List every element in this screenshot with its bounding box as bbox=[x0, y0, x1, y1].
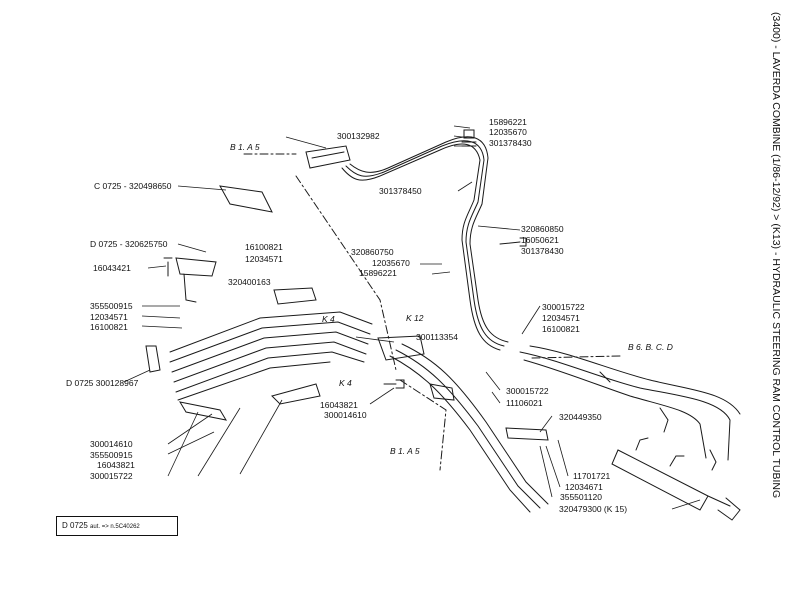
ref-label: B 6. B. C. D bbox=[628, 342, 673, 352]
part-label: 12034571 bbox=[245, 254, 283, 264]
down-tube-c bbox=[401, 343, 549, 505]
part-label: 300132982 bbox=[337, 131, 380, 141]
part-label: 16100821 bbox=[542, 324, 580, 334]
ref-line-1 bbox=[295, 175, 397, 371]
part-label: 300015722 bbox=[90, 471, 133, 481]
right-tube-c bbox=[529, 345, 741, 415]
part-label: 300015722 bbox=[542, 302, 585, 312]
part-label: 12034571 bbox=[90, 312, 128, 322]
part-label: 16043421 bbox=[93, 263, 131, 273]
part-label: 16050621 bbox=[521, 235, 559, 245]
note-code: D 0725 bbox=[62, 521, 88, 530]
part-label: 320479300 (K 15) bbox=[559, 504, 627, 514]
note-box bbox=[56, 516, 178, 536]
part-label: 12034571 bbox=[542, 313, 580, 323]
ram-fittings bbox=[635, 437, 685, 467]
part-label: 320400163 bbox=[228, 277, 271, 287]
part-label: 320860750 bbox=[351, 247, 394, 257]
clamp-valve bbox=[377, 335, 425, 361]
ref-label: K 12 bbox=[406, 313, 424, 323]
part-label: 12034671 bbox=[565, 482, 603, 492]
part-label: 15896221 bbox=[489, 117, 527, 127]
part-label: 300014610 bbox=[90, 439, 133, 449]
bracket-d0725 bbox=[175, 257, 217, 303]
clamp-left-1 bbox=[178, 401, 228, 421]
part-label: C 0725 - 320498650 bbox=[94, 181, 172, 191]
ref-label: B 1. A 5 bbox=[390, 446, 420, 456]
part-label: 320449350 bbox=[559, 412, 602, 422]
steering-ram bbox=[611, 449, 741, 521]
part-label: 320860850 bbox=[521, 224, 564, 234]
ref-label: K 4 bbox=[339, 378, 352, 388]
upper-tube-a bbox=[341, 143, 501, 351]
clamp-left-2 bbox=[271, 383, 321, 405]
part-label: 16100821 bbox=[90, 322, 128, 332]
right-tube-b bbox=[523, 359, 707, 459]
part-label: D 0725 - 320625750 bbox=[90, 239, 168, 249]
part-label: 15896221 bbox=[359, 268, 397, 278]
drawing-linework bbox=[145, 129, 741, 521]
bolt-16050621 bbox=[499, 237, 527, 247]
clamp-320449350 bbox=[505, 427, 549, 441]
part-label: 301378430 bbox=[489, 138, 532, 148]
ref-line-4 bbox=[531, 355, 621, 359]
leader-lines bbox=[123, 125, 701, 510]
ref-label: B 1. A 5 bbox=[230, 142, 260, 152]
right-tube-a bbox=[519, 351, 731, 461]
reference-labels: B 1. A 5 B 6. B. C. D K 4 K 12 K 4 B 1. … bbox=[230, 142, 673, 456]
down-tube-a bbox=[389, 355, 531, 513]
bolt-16043421 bbox=[163, 257, 173, 277]
part-label: 301378450 bbox=[379, 186, 422, 196]
part-label: 300014610 bbox=[324, 410, 367, 420]
right-tube-d bbox=[599, 371, 717, 471]
part-label: 355500915 bbox=[90, 450, 133, 460]
note-text: aut. => n.5C40262 bbox=[90, 524, 140, 530]
hose-d0725 bbox=[145, 345, 161, 373]
part-label: 12035670 bbox=[372, 258, 410, 268]
part-label: 355501120 bbox=[560, 492, 602, 502]
bolt-16043821 bbox=[383, 379, 405, 389]
part-label: 12035670 bbox=[489, 127, 527, 137]
left-bundle-c bbox=[171, 331, 369, 373]
ref-label: K 4 bbox=[322, 314, 335, 324]
part-label: 11701721 bbox=[573, 471, 610, 481]
left-bundle-a bbox=[169, 311, 373, 353]
left-bundle-f bbox=[177, 361, 331, 401]
note: D 0725 aut. => n.5C40262 bbox=[62, 521, 140, 530]
part-label: 16043821 bbox=[320, 400, 358, 410]
part-label: 16043821 bbox=[97, 460, 135, 470]
part-label: 11106021 bbox=[506, 398, 543, 408]
left-bundle-d bbox=[173, 341, 367, 383]
page-title: (3400) - LAVERDA COMBINE (1/86-12/92) > … bbox=[770, 12, 782, 498]
bracket-c0725 bbox=[219, 185, 273, 213]
part-label: 355500915 bbox=[90, 301, 133, 311]
upper-tube-b bbox=[345, 140, 505, 347]
left-bundle-e bbox=[175, 351, 365, 393]
part-label: 301378430 bbox=[521, 246, 564, 256]
part-labels: 300132982 C 0725 - 320498650 D 0725 - 32… bbox=[66, 117, 627, 514]
clip-small bbox=[429, 383, 455, 401]
upper-tube-c bbox=[349, 136, 509, 343]
bracket-320400163 bbox=[273, 287, 317, 305]
part-label: 300113354 bbox=[416, 332, 458, 342]
left-bundle-b bbox=[169, 321, 371, 363]
bracket-top bbox=[305, 145, 351, 169]
part-label: D 0725 300128967 bbox=[66, 378, 139, 388]
part-label: 300015722 bbox=[506, 386, 549, 396]
ref-line-2 bbox=[399, 379, 447, 471]
part-label: 16100821 bbox=[245, 242, 283, 252]
